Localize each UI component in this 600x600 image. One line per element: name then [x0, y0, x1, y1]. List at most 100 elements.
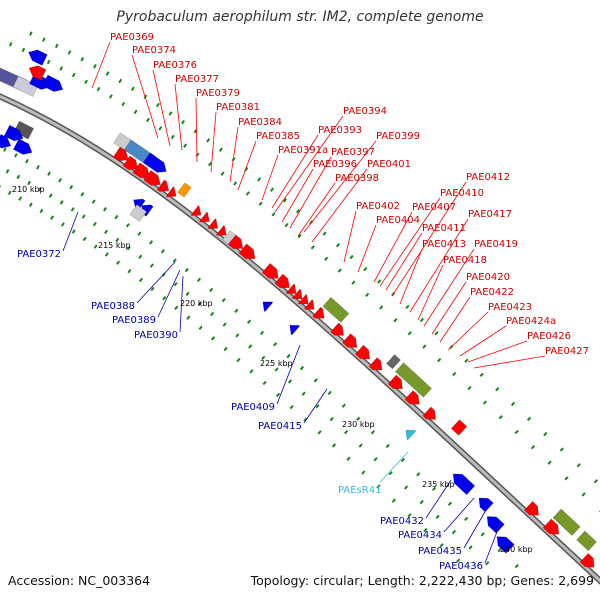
leader-line	[281, 168, 314, 223]
guide-dot	[130, 86, 135, 92]
guide-dot	[126, 245, 131, 251]
guide-dot	[36, 165, 40, 170]
guide-dot	[370, 430, 375, 435]
guide-dot	[376, 484, 381, 489]
guide-dot	[81, 214, 86, 219]
guide-dot	[495, 387, 500, 392]
guide-dot	[346, 456, 351, 461]
leader-line	[237, 140, 257, 191]
leader-line	[391, 181, 467, 297]
guide-dot	[186, 315, 191, 320]
guide-dot	[174, 305, 179, 310]
guide-dot	[581, 492, 586, 497]
guide-dot	[149, 263, 154, 268]
guide-dot	[249, 369, 254, 374]
gene-feature	[291, 288, 303, 300]
guide-dot	[208, 161, 213, 167]
leader-line	[297, 182, 336, 237]
guide-dot	[236, 357, 241, 363]
gene-label: PAE0417	[468, 209, 512, 220]
leader-line	[443, 497, 475, 533]
leader-line	[271, 134, 319, 209]
leader-line	[91, 41, 111, 89]
guide-dot	[38, 186, 42, 192]
gene-feature	[238, 243, 256, 260]
gene-label: PAE0410	[440, 188, 484, 199]
guide-dot	[451, 529, 457, 535]
leader-line	[439, 296, 471, 343]
guide-dot	[299, 365, 305, 371]
guide-dot	[91, 199, 96, 204]
guide-dot	[146, 117, 150, 123]
gene-label: PAE0413	[422, 239, 466, 250]
guide-dot	[363, 266, 368, 272]
gene-label: PAE0423	[488, 302, 532, 313]
gene-label: PAE0426	[527, 331, 571, 342]
guide-dot	[104, 229, 109, 235]
guide-dot	[198, 325, 203, 331]
guide-dot	[80, 56, 85, 62]
rna-label: PAEsR41	[338, 485, 381, 496]
gene-feature	[579, 552, 595, 568]
guide-dot	[196, 277, 201, 283]
guide-dot	[121, 101, 126, 107]
gene-label: PAE0381	[216, 102, 260, 113]
gene-label: PAE0396	[313, 159, 357, 170]
leader-line	[423, 248, 475, 327]
gene-label: PAE0399	[376, 131, 420, 142]
guide-dot	[48, 193, 53, 198]
leader-line	[484, 523, 501, 564]
guide-dot	[403, 485, 409, 490]
gene-feature	[12, 138, 33, 155]
tick-label: 225 kbp	[260, 359, 293, 368]
guide-dot	[289, 404, 294, 410]
guide-dot	[127, 268, 132, 274]
gene-label: PAE0391a	[278, 145, 328, 156]
guide-dot	[185, 291, 190, 297]
leader-line	[261, 154, 279, 201]
guide-dot	[218, 147, 223, 152]
gene-label: PAE0434	[398, 530, 442, 541]
guide-dot	[262, 380, 267, 386]
gene-feature	[142, 152, 167, 173]
guide-dot	[47, 171, 51, 176]
guide-dot	[93, 244, 98, 249]
guide-dot	[210, 311, 215, 317]
guide-dot	[284, 222, 289, 228]
gene-label: PAE0377	[175, 74, 219, 85]
guide-dot	[71, 72, 76, 78]
gene-feature	[129, 204, 148, 222]
gene-feature	[122, 155, 139, 171]
guide-dot	[138, 254, 143, 259]
guide-dot	[329, 416, 334, 422]
guide-dot	[261, 355, 266, 361]
gene-label: PAE0372	[17, 249, 61, 260]
guide-dot	[80, 191, 85, 197]
gene-label: PAE0420	[466, 272, 510, 283]
leader-line	[379, 451, 409, 483]
guide-dot	[480, 532, 485, 537]
leader-line	[373, 211, 413, 283]
guide-dot	[155, 102, 160, 108]
guide-dot	[343, 430, 349, 435]
guide-dot	[543, 431, 548, 437]
leader-line	[179, 275, 184, 333]
tick-label: 220 kbp	[180, 299, 213, 308]
leader-line	[157, 269, 181, 318]
gene-label: PAE0415	[258, 421, 302, 432]
guide-dot	[405, 304, 410, 310]
guide-dot	[416, 472, 421, 477]
guide-dot	[138, 277, 143, 283]
guide-dot	[173, 281, 178, 287]
gene-feature	[28, 65, 47, 81]
leader-line	[343, 210, 357, 263]
gene-feature	[132, 162, 150, 179]
guide-dot	[498, 414, 503, 420]
map-title: Pyrobaculum aerophilum str. IM2, complet…	[116, 9, 484, 25]
guide-dot	[423, 527, 428, 533]
gene-label: PAE0436	[439, 561, 483, 572]
gene-feature	[13, 120, 35, 140]
guide-dot	[223, 346, 228, 352]
gene-feature	[452, 473, 476, 496]
